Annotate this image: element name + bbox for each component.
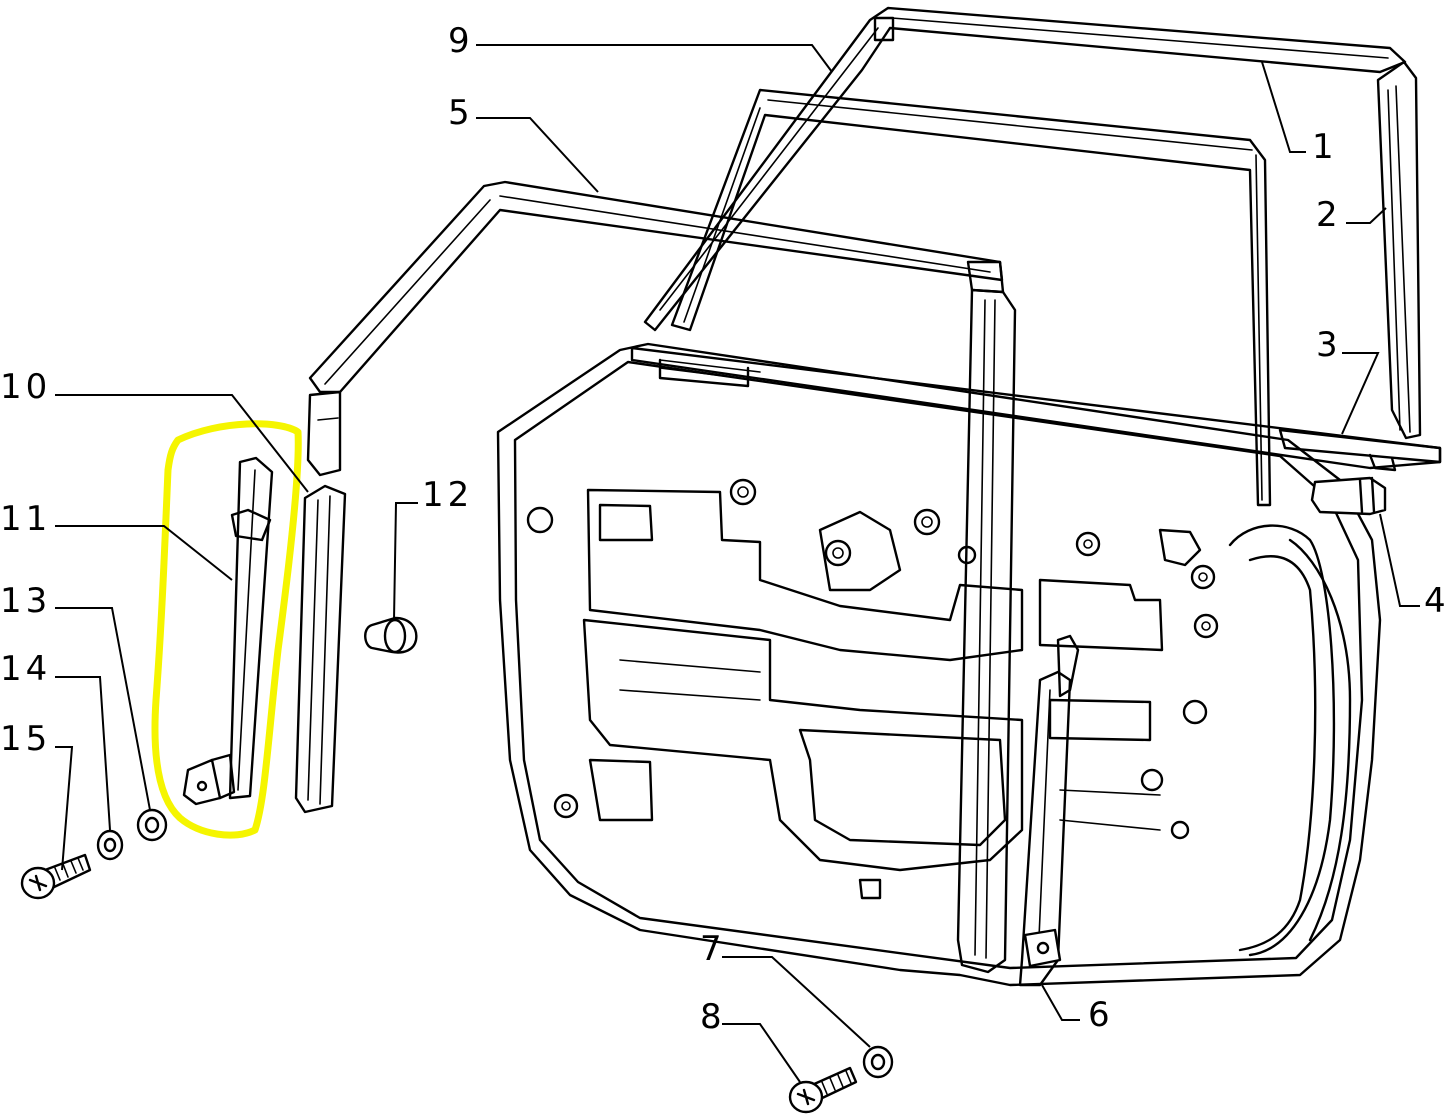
leader-lines	[55, 44, 1420, 1083]
label-7: 7	[700, 929, 726, 969]
washer-14	[96, 829, 124, 861]
washer-7	[862, 1045, 894, 1079]
part-number-labels: 9 5 1 2 3 4 10 11 12 13 14 15 6 7 8	[0, 21, 1445, 1037]
label-9: 9	[448, 21, 474, 61]
label-3: 3	[1316, 325, 1342, 365]
screw-8	[788, 1066, 858, 1114]
front-lower-seal	[294, 484, 347, 814]
label-5: 5	[448, 93, 474, 133]
door-frame-outer-seal	[643, 6, 1407, 332]
label-8: 8	[700, 997, 726, 1037]
front-guide-channel	[182, 456, 274, 806]
label-11: 11	[0, 499, 51, 539]
rear-vertical-seal	[1376, 60, 1422, 440]
label-14: 14	[0, 649, 51, 689]
label-12: 12	[422, 475, 473, 515]
label-6: 6	[1088, 995, 1114, 1035]
label-15: 15	[0, 719, 51, 759]
label-10: 10	[0, 367, 51, 407]
label-1: 1	[1312, 127, 1338, 167]
rear-guide-channel	[1018, 634, 1080, 987]
screw-15	[20, 853, 92, 900]
washer-13	[136, 808, 168, 842]
b-pillar-seal	[956, 288, 1017, 974]
front-window-seal	[306, 180, 1005, 477]
highlight-loop	[151, 420, 302, 839]
label-13: 13	[0, 581, 51, 621]
window-run-channel	[670, 88, 1272, 507]
door-inner-panel	[496, 342, 1442, 987]
label-2: 2	[1316, 195, 1342, 235]
belt-clip	[1310, 476, 1387, 516]
label-4: 4	[1424, 581, 1445, 621]
rubber-plug	[364, 616, 418, 654]
outer-belt-strip	[1278, 428, 1442, 472]
